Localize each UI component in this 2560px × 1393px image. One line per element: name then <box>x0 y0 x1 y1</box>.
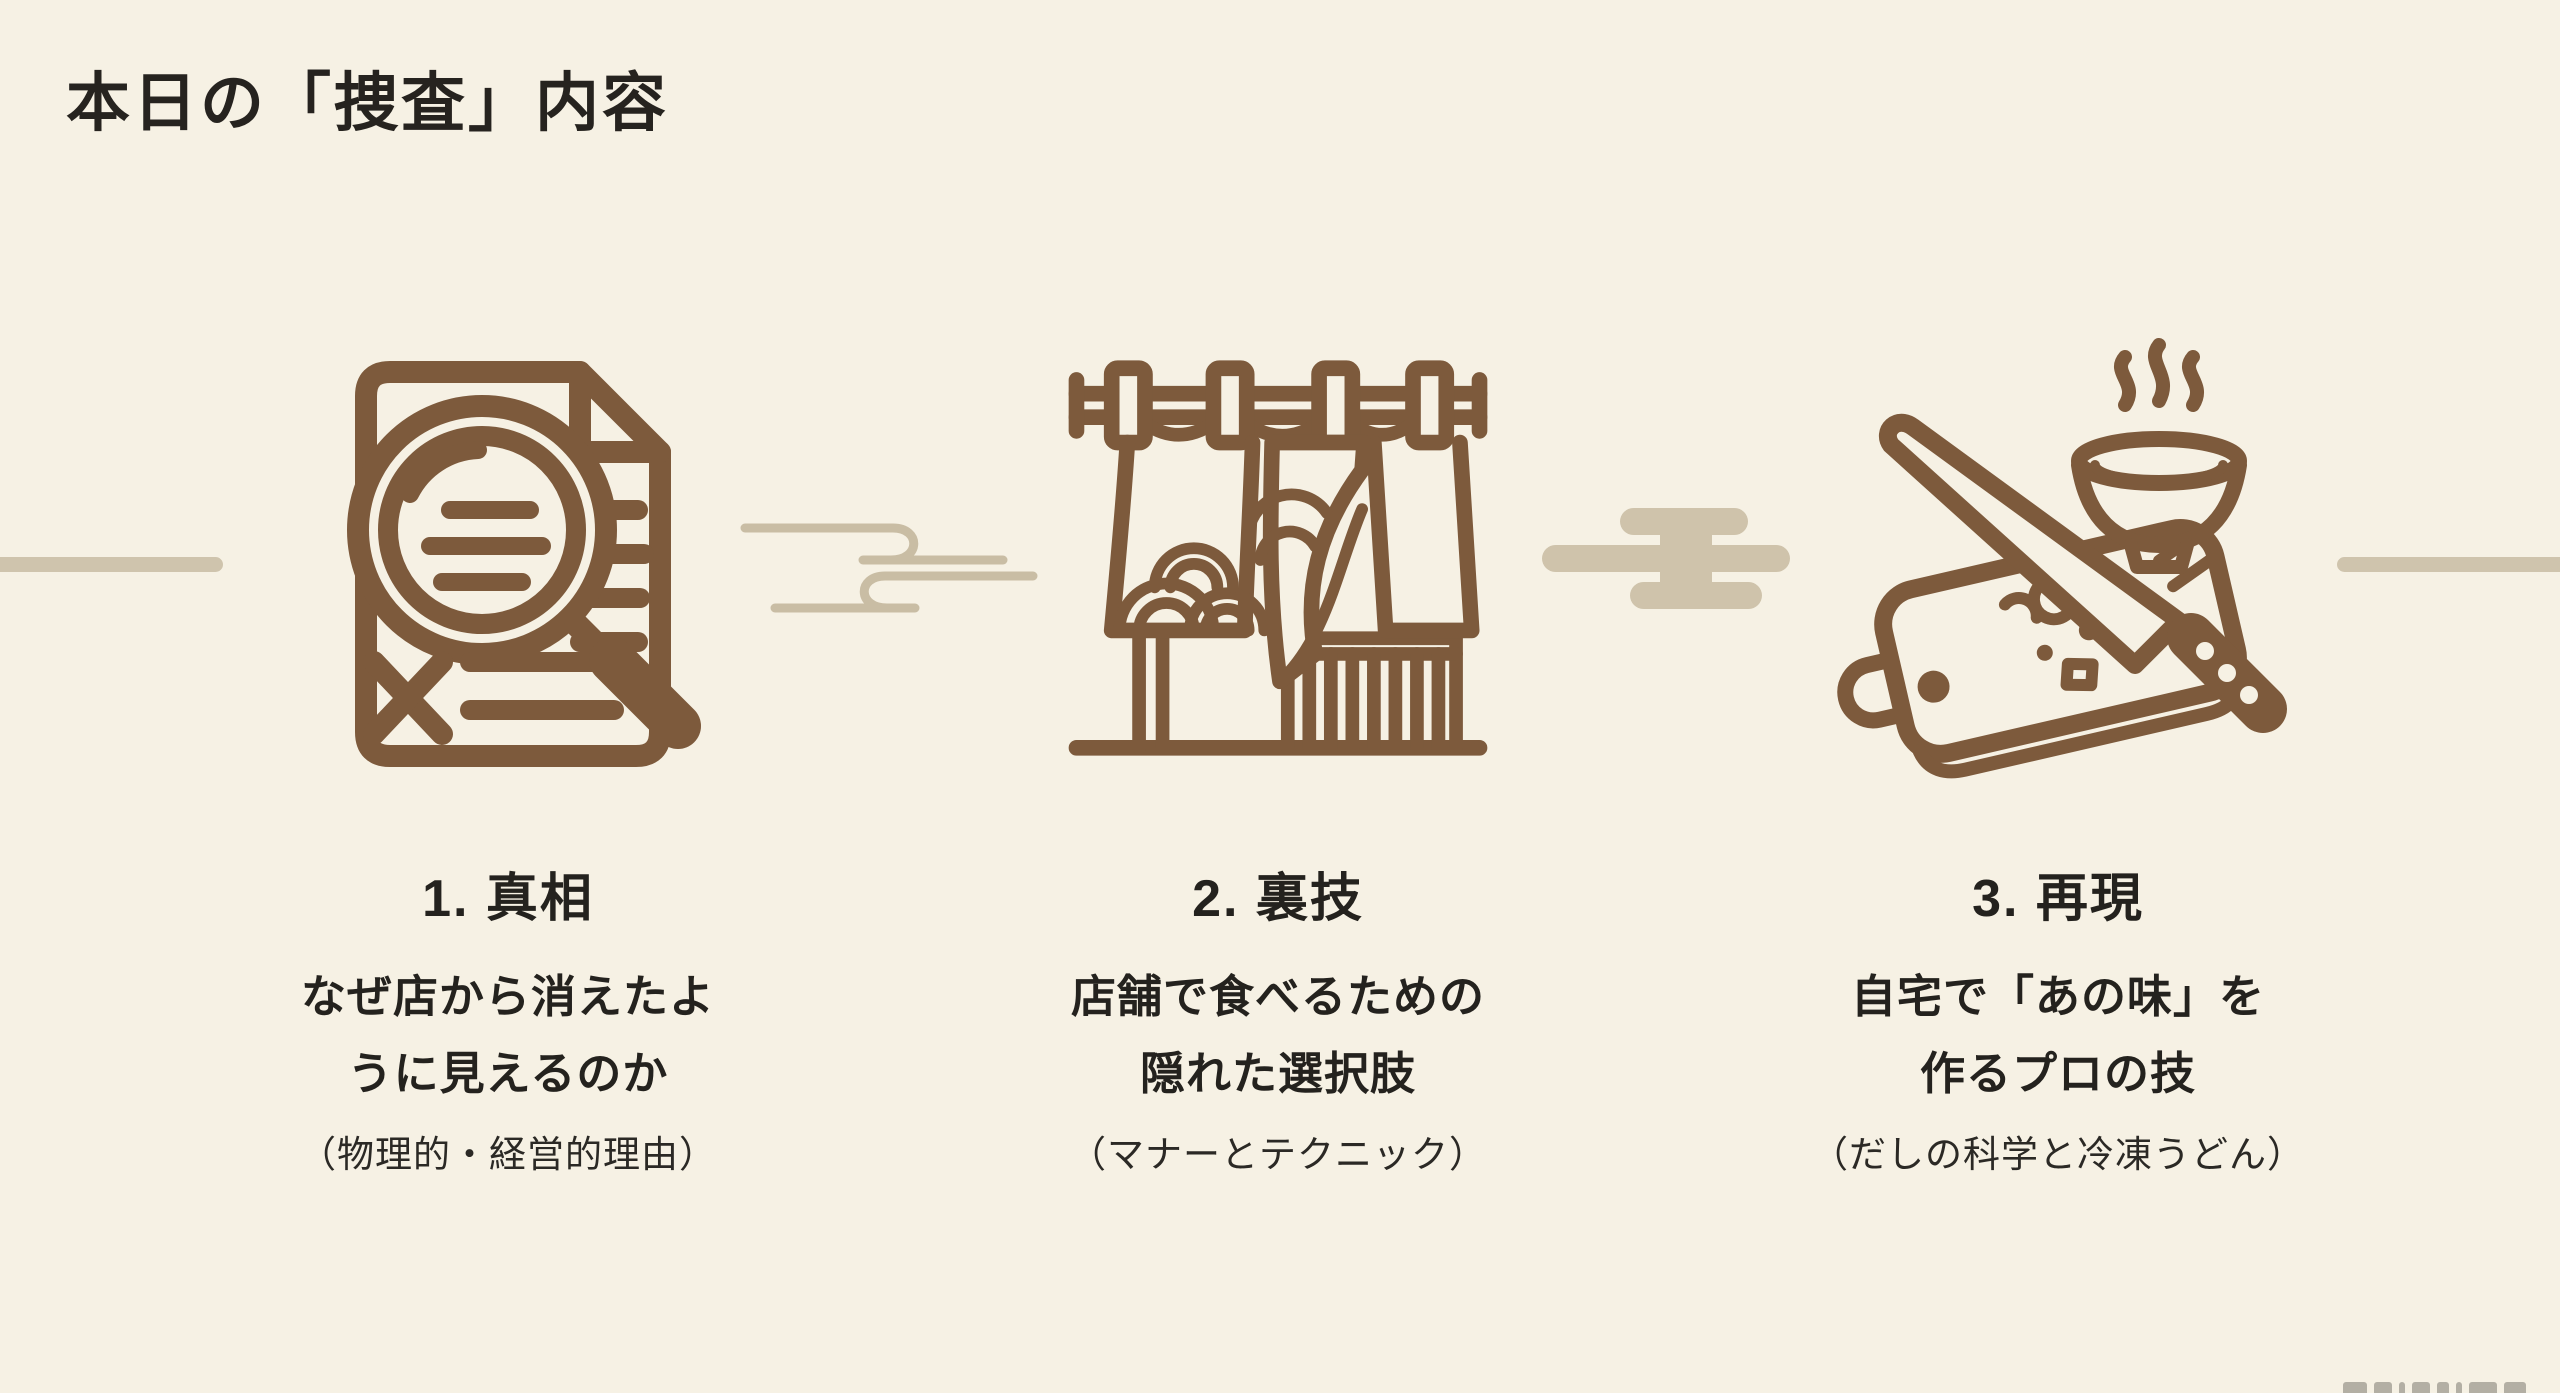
step-1-icon-wrap <box>188 300 828 820</box>
step-1-column: 1. 真相 なぜ店から消えたよ うに見えるのか （物理的・経営的理由） <box>188 300 828 1178</box>
step-2-desc-line1: 店舗で食べるための <box>1070 971 1485 1022</box>
step-1-heading: 1. 真相 <box>422 870 594 928</box>
step-2-desc-line2: 隠れた選択肢 <box>1139 1047 1416 1099</box>
step-3-column: 3. 再現 自宅で「あの味」を 作るプロの技 （だしの科学と冷凍うどん） <box>1738 300 2378 1178</box>
step-1-desc-line2: うに見えるのか <box>347 1047 669 1099</box>
noren-shop-curtain-icon <box>1068 360 1488 756</box>
kasumi-mist-connector-icon <box>740 523 1038 613</box>
cropped-watermark-fragments <box>2343 1382 2526 1393</box>
step-3-desc-line1: 自宅で「あの味」を <box>1850 971 2265 1022</box>
knife-cutting-board-bowl-icon <box>1837 338 2287 779</box>
step-3-desc-line2: 作るプロの技 <box>1919 1047 2196 1099</box>
step-3-heading: 3. 再現 <box>1972 870 2144 928</box>
step-1-description: なぜ店から消えたよ うに見えるのか <box>188 959 828 1112</box>
step-3-icon-wrap <box>1738 300 2378 820</box>
step-1-note: （物理的・経営的理由） <box>299 1134 717 1175</box>
left-edge-divider-line <box>0 557 223 572</box>
step-3-note: （だしの科学と冷凍うどん） <box>1811 1134 2305 1175</box>
step-2-heading: 2. 裏技 <box>1192 870 1364 928</box>
step-1-desc-line1: なぜ店から消えたよ <box>300 971 715 1022</box>
step-2-note: （マナーとテクニック） <box>1069 1134 1487 1175</box>
step-2-description: 店舗で食べるための 隠れた選択肢 <box>958 959 1598 1112</box>
step-3-description: 自宅で「あの味」を 作るプロの技 <box>1738 959 2378 1112</box>
document-magnifier-icon <box>347 361 701 767</box>
page-title: 本日の「捜査」内容 <box>66 67 669 139</box>
kasumi-cloud-connector-icon <box>1542 508 1790 609</box>
step-2-icon-wrap <box>958 300 1598 820</box>
right-edge-divider-line <box>2337 557 2560 572</box>
step-2-column: 2. 裏技 店舗で食べるための 隠れた選択肢 （マナーとテクニック） <box>958 300 1598 1178</box>
